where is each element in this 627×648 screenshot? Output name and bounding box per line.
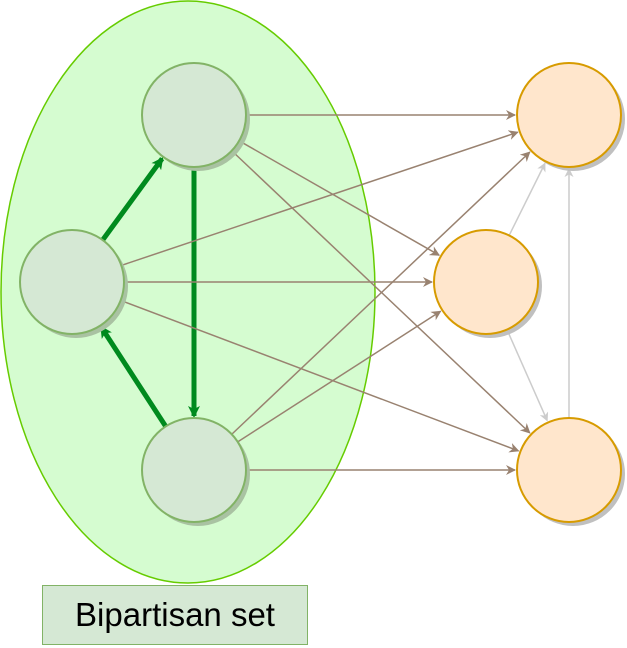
node-E	[433, 229, 539, 335]
edge-C-to-E	[237, 310, 442, 443]
node-B	[19, 229, 125, 335]
edge-A-to-F	[231, 150, 531, 434]
bipartisan-set-label: Bipartisan set	[42, 585, 308, 645]
node-C	[141, 417, 247, 523]
edge-C-to-D	[231, 151, 531, 435]
node-D	[516, 62, 622, 168]
edge-B-to-D	[121, 130, 519, 267]
edge-B-to-F	[120, 299, 520, 453]
edge-E-to-F	[506, 329, 549, 422]
node-F	[516, 417, 622, 523]
edge-A-to-E	[238, 140, 440, 256]
bipartisan-set-region	[0, 0, 376, 584]
edge-C-to-B	[99, 325, 168, 428]
edge-B-to-A	[100, 156, 165, 242]
edge-E-to-D	[508, 162, 546, 236]
node-A	[141, 62, 247, 168]
